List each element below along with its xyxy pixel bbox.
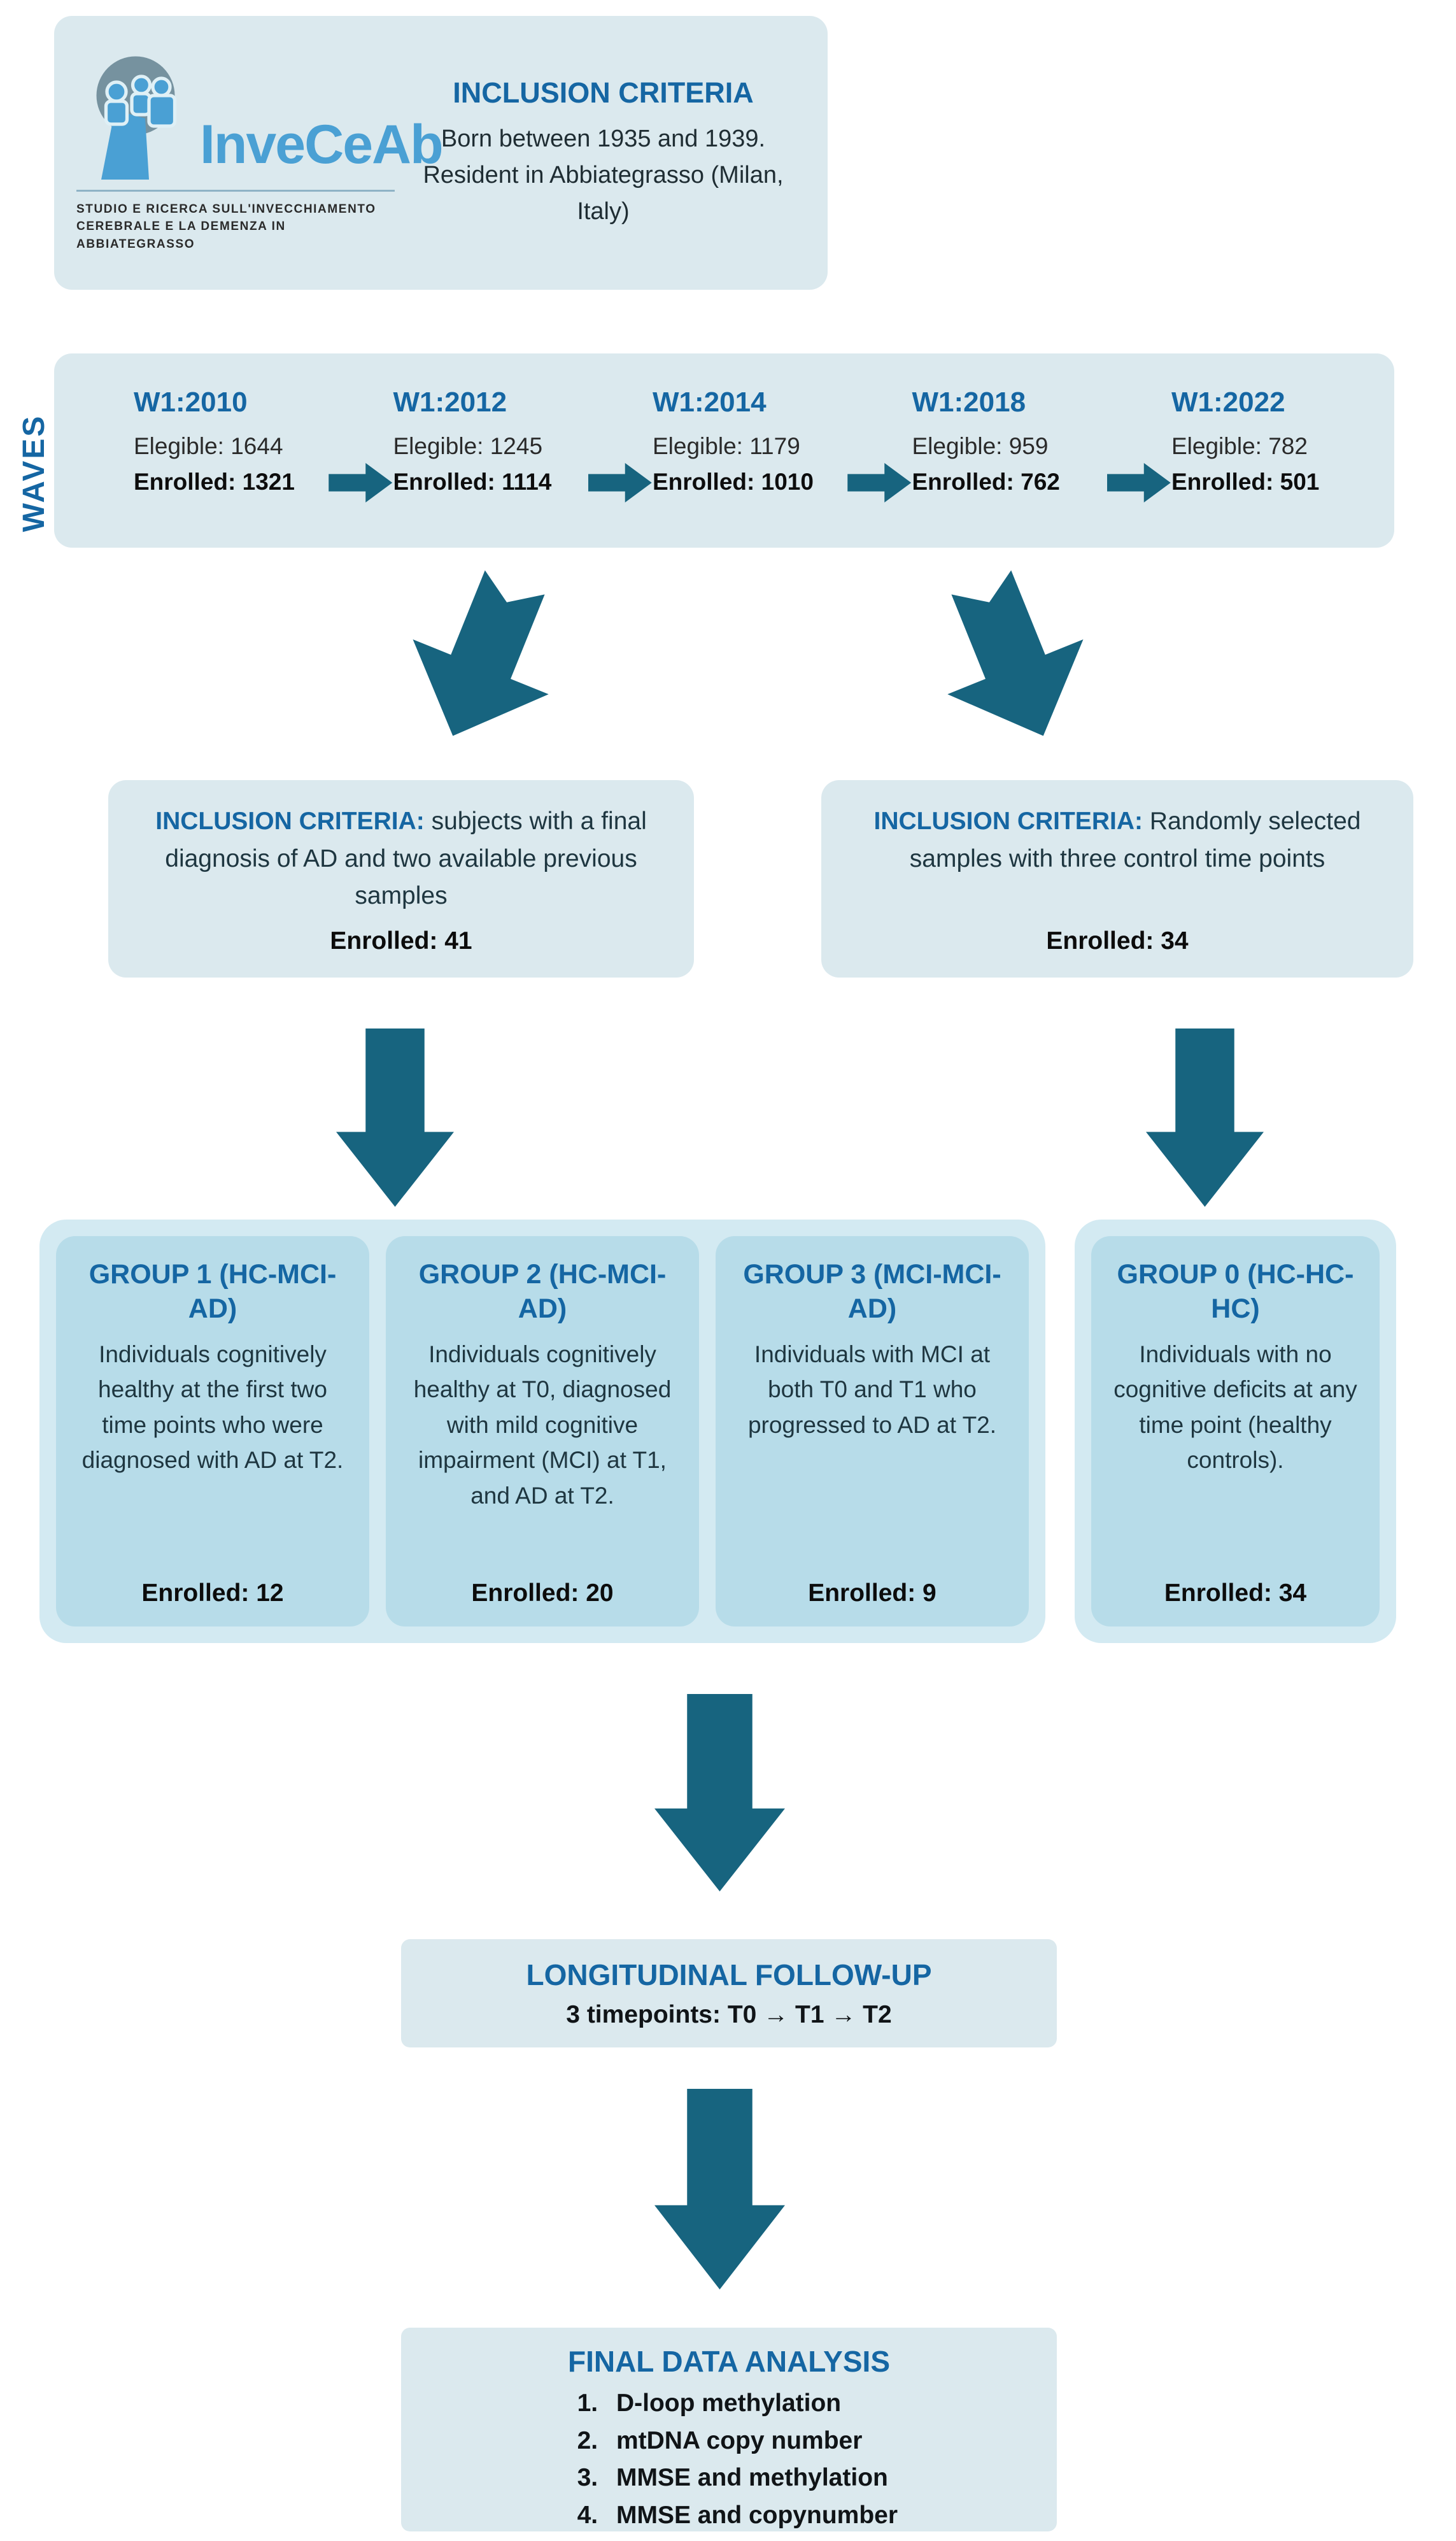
selection-title: INCLUSION CRITERIA: bbox=[155, 808, 425, 835]
final-analysis-title: FINAL DATA ANALYSIS bbox=[567, 2345, 891, 2378]
wave-enrolled: Enrolled: 762 bbox=[912, 468, 1060, 495]
final-item-label: mtDNA copy number bbox=[616, 2426, 863, 2454]
selection-enrolled: Enrolled: 41 bbox=[330, 927, 472, 955]
header-body-line2: Resident in Abbiategrasso (Milan, bbox=[423, 161, 784, 189]
final-analysis-box: FINAL DATA ANALYSIS D-loop methylation m… bbox=[401, 2328, 1057, 2531]
logo-caption-line1: STUDIO E RICERCA SULL'INVECCHIAMENTO bbox=[76, 202, 376, 216]
header-body-line3: Italy) bbox=[577, 197, 630, 225]
group-body: Individuals cognitively healthy at T0, d… bbox=[413, 1341, 672, 1509]
wave-arrow-icon bbox=[588, 463, 652, 502]
down-arrow-final-icon bbox=[654, 2089, 785, 2289]
wave-2018: W1:2018 Elegible: 959 Enrolled: 762 bbox=[912, 387, 1106, 548]
selection-body: subjects with a final diagnosis of AD an… bbox=[165, 808, 647, 909]
selection-box-ad: INCLUSION CRITERIA: subjects with a fina… bbox=[108, 780, 694, 978]
inveceab-logo: InveCeAb STUDIO E RICERCA SULL'INVECCHIA… bbox=[76, 53, 444, 253]
group-enrolled: Enrolled: 12 bbox=[141, 1579, 284, 1607]
group-box-2: GROUP 2 (HC-MCI-AD) Individuals cognitiv… bbox=[386, 1236, 699, 1626]
logo-caption-line2: CEREBRALE E LA DEMENZA IN ABBIATEGRASSO bbox=[76, 220, 286, 251]
final-item-3: MMSE and methylation bbox=[605, 2459, 898, 2497]
selection-box-control: INCLUSION CRITERIA: Randomly selected sa… bbox=[821, 780, 1413, 978]
final-item-label: D-loop methylation bbox=[616, 2389, 842, 2417]
header-body: Born between 1935 and 1939. Resident in … bbox=[407, 121, 799, 230]
wave-arrow-icon bbox=[1106, 463, 1171, 502]
groups-wrapper-controls: GROUP 0 (HC-HC-HC) Individuals with no c… bbox=[1075, 1220, 1396, 1643]
group-enrolled: Enrolled: 9 bbox=[808, 1579, 937, 1607]
wave-title: W1:2022 bbox=[1171, 387, 1285, 418]
wave-eligible: Elegible: 959 bbox=[912, 433, 1049, 459]
down-arrow-ad-icon bbox=[336, 1028, 454, 1207]
group-title: GROUP 3 (MCI-MCI-AD) bbox=[743, 1259, 1001, 1324]
wave-enrolled: Enrolled: 1010 bbox=[653, 468, 814, 495]
branch-arrow-left-icon bbox=[385, 555, 583, 763]
header-box: InveCeAb STUDIO E RICERCA SULL'INVECCHIA… bbox=[54, 16, 828, 290]
wave-enrolled: Enrolled: 1114 bbox=[393, 468, 552, 495]
wave-enrolled: Enrolled: 501 bbox=[1171, 468, 1320, 495]
header-body-line1: Born between 1935 and 1939. bbox=[441, 125, 766, 152]
group-enrolled: Enrolled: 34 bbox=[1164, 1579, 1307, 1607]
group-enrolled: Enrolled: 20 bbox=[471, 1579, 614, 1607]
wave-eligible: Elegible: 782 bbox=[1171, 433, 1308, 459]
wave-eligible: Elegible: 1245 bbox=[393, 433, 543, 459]
wave-2014: W1:2014 Elegible: 1179 Enrolled: 1010 bbox=[653, 387, 847, 548]
wave-2010: W1:2010 Elegible: 1644 Enrolled: 1321 bbox=[134, 387, 328, 548]
selection-enrolled: Enrolled: 34 bbox=[1046, 927, 1189, 955]
group-body: Individuals cognitively healthy at the f… bbox=[81, 1341, 344, 1474]
wave-arrow-icon bbox=[329, 463, 393, 502]
group-box-0: GROUP 0 (HC-HC-HC) Individuals with no c… bbox=[1091, 1236, 1380, 1626]
wave-arrow-icon bbox=[847, 463, 912, 502]
waves-band: W1:2010 Elegible: 1644 Enrolled: 1321 W1… bbox=[54, 353, 1394, 548]
wave-title: W1:2014 bbox=[653, 387, 767, 418]
selection-text: INCLUSION CRITERIA: Randomly selected sa… bbox=[856, 803, 1378, 878]
final-item-label: MMSE and methylation bbox=[616, 2464, 888, 2491]
final-item-4: MMSE and copynumber bbox=[605, 2497, 898, 2535]
wave-2012: W1:2012 Elegible: 1245 Enrolled: 1114 bbox=[393, 387, 588, 548]
wave-2022: W1:2022 Elegible: 782 Enrolled: 501 bbox=[1171, 387, 1366, 548]
final-item-1: D-loop methylation bbox=[605, 2385, 898, 2423]
logo-divider bbox=[76, 189, 395, 192]
wave-eligible: Elegible: 1644 bbox=[134, 433, 283, 459]
group-body: Individuals with MCI at both T0 and T1 w… bbox=[747, 1341, 997, 1438]
wave-enrolled: Enrolled: 1321 bbox=[134, 468, 295, 495]
final-analysis-list: D-loop methylation mtDNA copy number MMS… bbox=[560, 2385, 898, 2534]
down-arrow-followup-icon bbox=[654, 1694, 785, 1891]
group-title: GROUP 0 (HC-HC-HC) bbox=[1117, 1259, 1354, 1324]
wave-title: W1:2018 bbox=[912, 387, 1026, 418]
groups-wrapper-cases: GROUP 1 (HC-MCI-AD) Individuals cognitiv… bbox=[39, 1220, 1045, 1643]
down-arrow-control-icon bbox=[1146, 1028, 1264, 1207]
final-item-2: mtDNA copy number bbox=[605, 2423, 898, 2460]
branch-arrow-right-icon bbox=[914, 555, 1112, 763]
wave-title: W1:2012 bbox=[393, 387, 507, 418]
head-icon bbox=[76, 53, 191, 183]
final-item-label: MMSE and copynumber bbox=[616, 2501, 898, 2529]
followup-title: LONGITUDINAL FOLLOW-UP bbox=[526, 1958, 932, 1991]
group-box-3: GROUP 3 (MCI-MCI-AD) Individuals with MC… bbox=[716, 1236, 1029, 1626]
logo-name: InveCeAb bbox=[200, 113, 444, 175]
followup-timepoints: 3 timepoints: T0 → T1 → T2 bbox=[566, 2001, 892, 2028]
followup-box: LONGITUDINAL FOLLOW-UP 3 timepoints: T0 … bbox=[401, 1939, 1057, 2047]
group-box-1: GROUP 1 (HC-MCI-AD) Individuals cognitiv… bbox=[56, 1236, 369, 1626]
selection-title: INCLUSION CRITERIA: bbox=[873, 808, 1143, 835]
wave-eligible: Elegible: 1179 bbox=[653, 433, 800, 459]
group-body: Individuals with no cognitive deficits a… bbox=[1113, 1341, 1357, 1474]
header-title: INCLUSION CRITERIA bbox=[453, 76, 754, 109]
group-title: GROUP 1 (HC-MCI-AD) bbox=[88, 1259, 337, 1324]
selection-body: Randomly selected samples with three con… bbox=[909, 808, 1361, 872]
group-title: GROUP 2 (HC-MCI-AD) bbox=[418, 1259, 667, 1324]
wave-title: W1:2010 bbox=[134, 387, 248, 418]
selection-text: INCLUSION CRITERIA: subjects with a fina… bbox=[143, 803, 659, 915]
